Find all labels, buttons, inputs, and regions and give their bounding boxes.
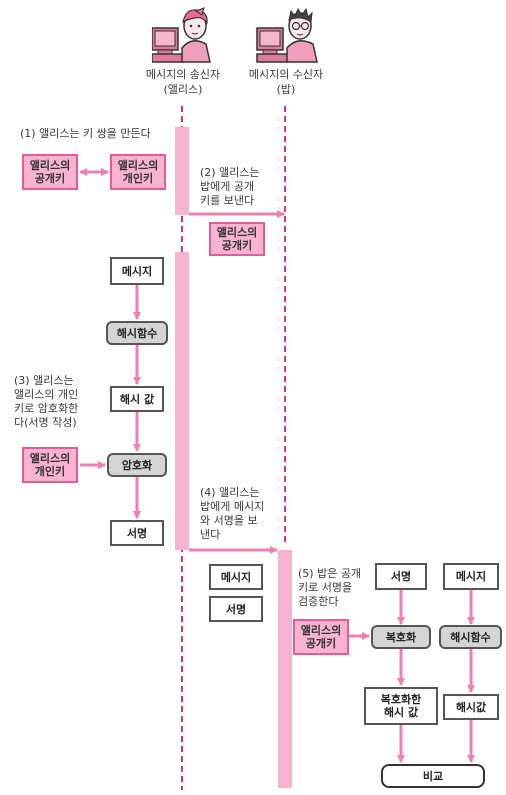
signature-box: 서명 — [110, 520, 164, 546]
message-box: 메시지 — [110, 257, 164, 285]
received-hash-function-box: 해시함수 — [439, 625, 502, 649]
woman-at-computer-icon — [152, 7, 211, 63]
sender-name: 메시지의 송신자 — [145, 68, 221, 81]
step-3-text: (3) 앨리스는 앨리스의 개인 키로 암호화한 다(서명 작성) — [14, 374, 79, 429]
decrypted-hash-box: 복호화한 해시 값 — [364, 687, 438, 725]
computed-hash-box: 해시값 — [443, 694, 499, 720]
step-1-text: (1) 앨리스는 키 쌍을 만든다 — [20, 127, 151, 140]
public-key-verify-box: 앨리스의 공개키 — [293, 619, 349, 655]
sender-activation-2 — [175, 252, 189, 550]
man-at-computer-icon — [256, 7, 318, 63]
sent-message-box: 메시지 — [209, 564, 263, 590]
step-2-text: (2) 앨리스는 밥에게 공개 키를 보낸다 — [200, 166, 260, 207]
receiver-name: 메시지의 수신자 — [248, 68, 324, 81]
alice-public-key-box: 앨리스의 공개키 — [22, 154, 78, 190]
sent-signature-box: 서명 — [209, 596, 263, 622]
hash-value-box: 해시 값 — [110, 386, 164, 412]
sender-alias: (앨리스) — [163, 83, 203, 96]
alice-private-key-box: 앨리스의 개인키 — [110, 154, 166, 190]
encrypt-box: 암호화 — [107, 453, 167, 477]
compare-box: 비교 — [381, 764, 485, 788]
hash-function-box: 해시함수 — [106, 321, 168, 345]
received-signature-box: 서명 — [375, 563, 427, 590]
private-key-sign-box: 앨리스의 개인키 — [22, 447, 78, 483]
decrypt-box: 복호화 — [371, 625, 431, 649]
received-message-box: 메시지 — [443, 563, 499, 590]
receiver-alias: (밥) — [276, 83, 296, 96]
receiver-activation — [278, 550, 292, 788]
sender-activation-1 — [175, 127, 189, 215]
step-4-text: (4) 앨리스는 밥에게 메시지 와 서명을 보 낸다 — [200, 486, 265, 541]
step-5-text: (5) 밥은 공개 키로 서명을 검증한다 — [298, 567, 362, 608]
sent-public-key-box: 앨리스의 공개키 — [209, 222, 265, 256]
